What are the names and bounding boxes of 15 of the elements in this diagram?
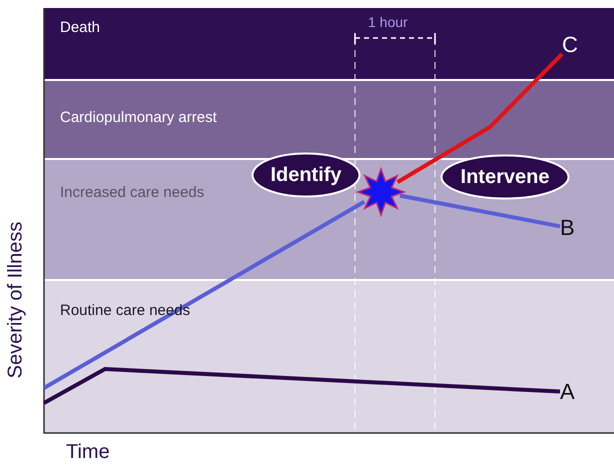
axis-title: Time: [66, 441, 110, 464]
outcome-letter: A: [560, 379, 575, 404]
trajectory-line: [43, 200, 366, 390]
stage-label: Identify: [270, 164, 342, 186]
outcome-letter: C: [562, 32, 578, 57]
trajectory-line: [396, 52, 564, 184]
duration-label: 1 hour: [368, 14, 408, 30]
stage-label: Intervene: [460, 166, 550, 188]
band-label: Cardiopulmonary arrest: [60, 109, 217, 126]
band-label: Increased care needs: [60, 184, 204, 202]
band-label: Death: [60, 19, 100, 36]
trajectory-line: [400, 194, 560, 228]
trajectory-line: [43, 366, 560, 405]
outcome-letter: B: [560, 215, 575, 240]
axis-title: Severity of Illness: [4, 222, 28, 378]
